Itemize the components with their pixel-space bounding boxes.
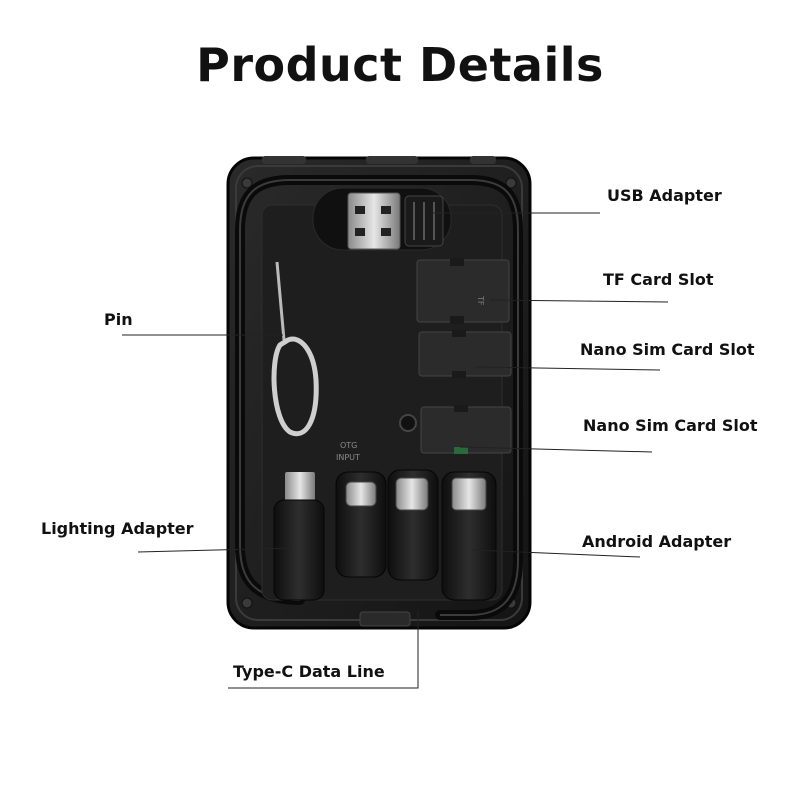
type-c-plug-1	[335, 471, 387, 578]
input-text: INPUT	[336, 453, 360, 462]
nano-sim-slot-label-1: Nano Sim Card Slot	[580, 340, 755, 359]
type-c-data-line-label: Type-C Data Line	[233, 662, 385, 681]
sim-pin	[271, 261, 319, 437]
type-c-plug-2	[387, 469, 439, 581]
usb-adapter-label: USB Adapter	[607, 186, 722, 205]
android-adapter-label: Android Adapter	[582, 532, 732, 551]
pin-label: Pin	[104, 310, 133, 329]
nano-sim-slot-2	[420, 405, 512, 454]
usb-adapter	[312, 187, 452, 251]
otg-text: OTG	[340, 441, 357, 450]
svg-text:TF: TF	[476, 295, 485, 306]
tf-card-slot-label: TF Card Slot	[603, 270, 714, 289]
nano-sim-slot-1	[418, 330, 512, 378]
nano-sim-slot-label-2: Nano Sim Card Slot	[583, 416, 758, 435]
page-title: Product Details	[196, 38, 604, 92]
lighting-adapter-label: Lighting Adapter	[41, 519, 194, 538]
lightning-plug	[273, 472, 325, 601]
tf-card-slot: TF	[416, 258, 510, 324]
micro-usb-plug	[441, 471, 497, 601]
leader-lines	[122, 212, 669, 689]
